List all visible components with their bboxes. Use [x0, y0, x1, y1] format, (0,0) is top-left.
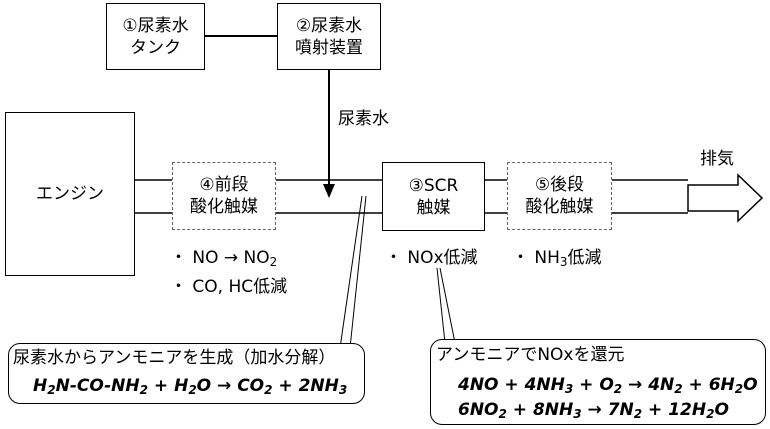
pre-catalyst-line1: ④前段 [199, 175, 249, 195]
urea-injector-line2: 噴射装置 [295, 37, 363, 58]
scr-line1: ③SCR [408, 175, 459, 196]
post-oxidation-catalyst-box: ⑤後段 酸化触媒 [507, 162, 612, 230]
reduction-note-box [430, 339, 766, 425]
reduction-equation-1: 4NO + 4NH3 + O2 → 4N2 + 6H2O [458, 375, 758, 396]
post-bullet-nh3: ・ NH3低減 [512, 248, 602, 269]
exhaust-label: 排気 [700, 149, 734, 169]
post-catalyst-line1: ⑤後段 [534, 175, 585, 195]
scr-bullet-nox: ・ NOx低減 [385, 248, 478, 268]
urea-water-label: 尿素水 [338, 109, 389, 129]
reduction-callout-right [439, 267, 456, 344]
post-catalyst-line2: 酸化触媒 [525, 197, 594, 217]
hydrolysis-note-title: 尿素水からアンモニアを生成（加水分解） [13, 348, 336, 368]
hydrolysis-note-box [8, 343, 365, 404]
pre-oxidation-catalyst-box: ④前段 酸化触媒 [172, 162, 276, 230]
pre-bullet-co-hc: ・ CO, HC低減 [170, 277, 288, 297]
exhaust-arrow [687, 173, 764, 223]
hydrolysis-callout-left [339, 195, 363, 349]
hydrolysis-callout-right [349, 195, 367, 349]
scr-catalyst-box: ③SCR 触媒 [382, 162, 485, 231]
engine-box: エンジン [5, 112, 135, 276]
urea-injector-box: ②尿素水 噴射装置 [277, 3, 381, 70]
reduction-callout-left [436, 267, 446, 344]
scr-line2: 触媒 [416, 197, 451, 218]
pre-catalyst-line2: 酸化触媒 [190, 197, 258, 217]
engine-label: エンジン [36, 184, 104, 204]
urea-injector-line1: ②尿素水 [295, 15, 363, 36]
pre-bullet-no: ・ NO → NO2 [170, 248, 278, 269]
reduction-equation-2: 6NO2 + 8NH3 → 7N2 + 12H2O [458, 400, 729, 421]
urea-tank-line1: ①尿素水 [122, 15, 189, 36]
hydrolysis-equation: H2N-CO-NH2 + H2O → CO2 + 2NH3 [33, 376, 348, 397]
reduction-note-title: アンモニアでNOxを還元 [436, 345, 625, 365]
urea-tank-line2: タンク [130, 37, 181, 58]
injection-arrow-head [323, 184, 335, 198]
urea-tank-box: ①尿素水 タンク [106, 3, 205, 70]
